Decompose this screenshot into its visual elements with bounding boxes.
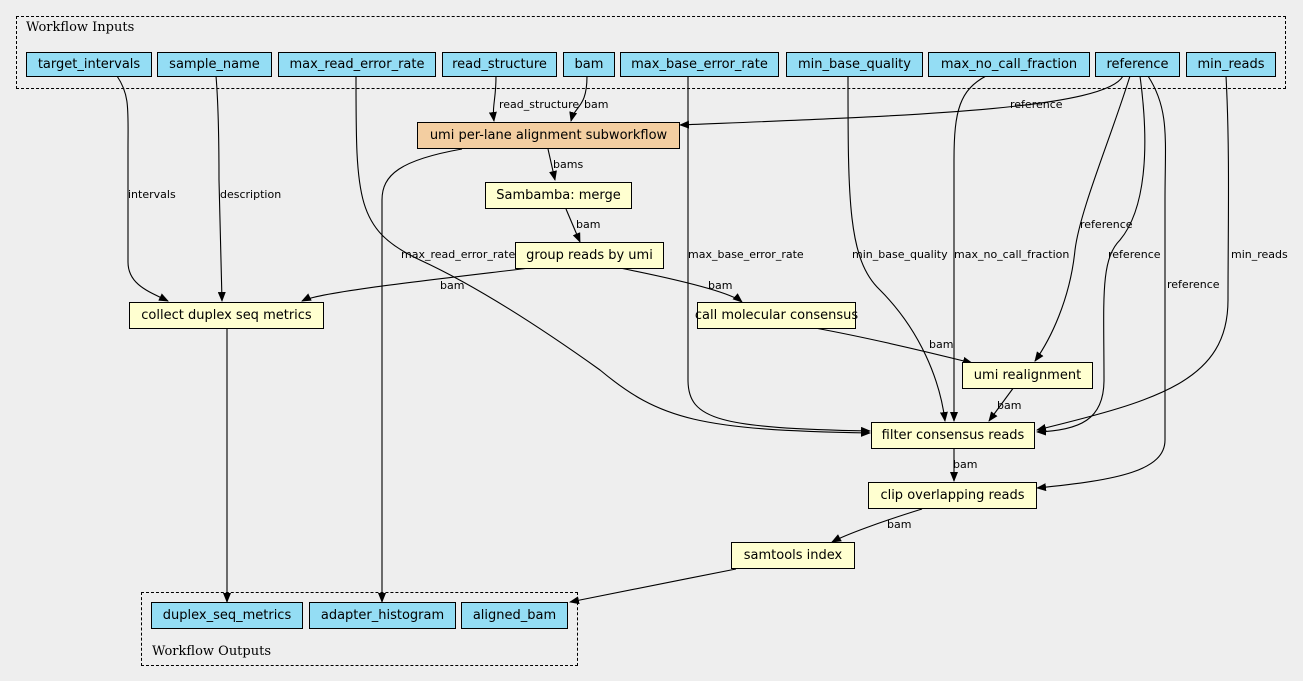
step-umi-realignment[interactable]: umi realignment — [962, 362, 1093, 389]
edge-umi-to-merge — [547, 148, 557, 181]
edge-label-reference-to-filter: reference — [1108, 248, 1161, 261]
edge-label-reference-to-umi: reference — [1010, 98, 1063, 111]
edge-label-read-structure: read_structure — [499, 98, 579, 111]
edge-label-intervals: intervals — [128, 188, 176, 201]
step-umi-per-lane-alignment-subworkflow[interactable]: umi per-lane alignment subworkflow — [417, 122, 680, 149]
edge-label-bam-to-filter: bam — [997, 399, 1021, 412]
edge-label-bam-to-clip: bam — [953, 458, 977, 471]
edge-group-to-collect — [301, 267, 531, 302]
edge-label-reference-to-realign: reference — [1080, 218, 1133, 231]
step-samtools-index[interactable]: samtools index — [731, 542, 855, 569]
edge-label-max-read-error-rate: max_read_error_rate — [401, 248, 515, 261]
edge-label-bam-to-group: bam — [576, 218, 600, 231]
edge-sample-name-to-collect — [215, 75, 226, 302]
input-target-intervals[interactable]: target_intervals — [26, 52, 152, 77]
step-filter-consensus-reads[interactable]: filter consensus reads — [871, 422, 1035, 449]
edge-max-read-error-rate-to-filter — [355, 75, 871, 437]
step-group-reads-by-umi[interactable]: group reads by umi — [515, 242, 664, 269]
output-duplex-seq-metrics[interactable]: duplex_seq_metrics — [151, 602, 303, 629]
step-clip-overlapping-reads[interactable]: clip overlapping reads — [868, 482, 1037, 509]
edge-label-max-no-call-fraction: max_no_call_fraction — [954, 248, 1069, 261]
input-bam[interactable]: bam — [563, 52, 615, 77]
edge-label-description: description — [220, 188, 281, 201]
edge-label-min-base-quality: min_base_quality — [852, 248, 948, 261]
edge-samtools-to-aligned-bam — [569, 568, 737, 605]
input-max-no-call-fraction[interactable]: max_no_call_fraction — [928, 52, 1090, 77]
input-min-reads[interactable]: min_reads — [1186, 52, 1276, 77]
input-sample-name[interactable]: sample_name — [157, 52, 272, 77]
edge-label-bam-to-samtools: bam — [887, 518, 911, 531]
workflow-inputs-title: Workflow Inputs — [26, 20, 135, 35]
step-sambamba-merge[interactable]: Sambamba: merge — [485, 182, 632, 209]
step-collect-duplex-seq-metrics[interactable]: collect duplex seq metrics — [129, 302, 324, 329]
edge-reference-to-realign — [1034, 75, 1131, 362]
edge-label-bam-to-umi: bam — [584, 98, 608, 111]
edge-group-to-consensus — [619, 267, 743, 303]
input-reference[interactable]: reference — [1095, 52, 1180, 77]
input-max-base-error-rate[interactable]: max_base_error_rate — [620, 52, 779, 77]
output-aligned-bam[interactable]: aligned_bam — [461, 602, 568, 629]
edge-reference-to-clip — [1036, 75, 1167, 492]
edge-max-no-call-fraction-to-filter — [950, 75, 987, 422]
input-min-base-quality[interactable]: min_base_quality — [786, 52, 923, 77]
input-max-read-error-rate[interactable]: max_read_error_rate — [278, 52, 436, 77]
edge-label-bams: bams — [553, 158, 583, 171]
edge-min-reads-to-filter — [1036, 75, 1230, 432]
edge-consensus-to-realign — [814, 327, 973, 365]
edge-label-bam-to-realign: bam — [929, 338, 953, 351]
workflow-inputs-cluster: Workflow Inputs — [16, 16, 1286, 89]
edge-clip-to-samtools — [831, 508, 923, 543]
step-call-molecular-consensus[interactable]: call molecular consensus — [695, 302, 858, 329]
workflow-outputs-cluster: Workflow Outputs — [141, 592, 578, 666]
edge-bam-to-umi — [569, 75, 588, 122]
edge-label-bam-to-consensus: bam — [708, 279, 732, 292]
edge-target-intervals-to-collect — [116, 75, 169, 302]
edge-min-base-quality-to-filter — [847, 75, 948, 422]
edge-read-structure-to-umi — [488, 75, 497, 122]
edge-label-bam-to-collect: bam — [440, 279, 464, 292]
output-adapter-histogram[interactable]: adapter_histogram — [309, 602, 456, 629]
edge-realign-to-filter — [988, 386, 1015, 422]
edge-label-max-base-error-rate: max_base_error_rate — [688, 248, 804, 261]
edge-label-min-reads: min_reads — [1231, 248, 1288, 261]
edge-umi-to-adapter-histogram — [378, 148, 463, 603]
edge-max-base-error-rate-to-filter — [687, 75, 871, 435]
edge-label-reference-to-clip: reference — [1167, 278, 1220, 291]
edge-merge-to-group — [565, 208, 581, 243]
input-read-structure[interactable]: read_structure — [442, 52, 557, 77]
workflow-outputs-title: Workflow Outputs — [152, 644, 271, 659]
